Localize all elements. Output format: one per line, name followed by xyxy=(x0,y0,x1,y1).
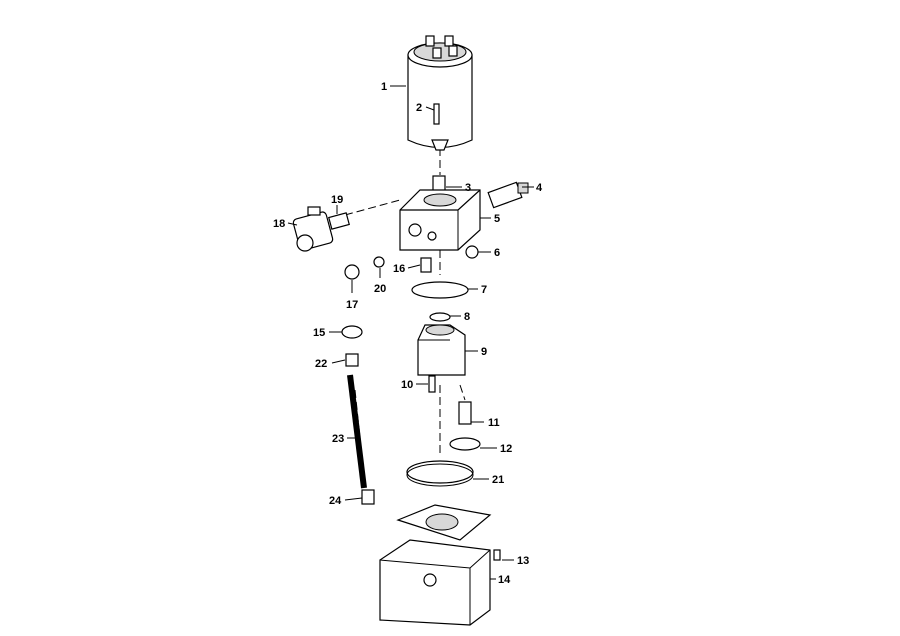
part-seal-8 xyxy=(429,312,451,322)
part-fitting-16 xyxy=(420,257,432,273)
callout-19: 19 xyxy=(331,194,343,206)
part-plug-20 xyxy=(373,256,385,268)
callout-4: 4 xyxy=(536,182,543,194)
part-cap-15 xyxy=(341,325,363,339)
callout-22: 22 xyxy=(315,358,327,370)
axis-line xyxy=(344,199,401,216)
callout-10: 10 xyxy=(401,379,413,391)
callout-6: 6 xyxy=(494,247,500,259)
callout-17: 17 xyxy=(346,299,358,311)
callout-11: 11 xyxy=(488,417,500,429)
part-o-ring-7 xyxy=(411,281,469,299)
callout-12: 12 xyxy=(500,443,512,455)
part-pump xyxy=(417,324,466,376)
callout-15: 15 xyxy=(313,327,325,339)
callout-13: 13 xyxy=(517,555,529,567)
part-manifold xyxy=(399,189,481,251)
part-clamp-21 xyxy=(406,460,474,484)
callout-1: 1 xyxy=(381,81,387,93)
callout-16: 16 xyxy=(393,263,405,275)
part-hose-23 xyxy=(347,374,367,489)
part-fitting-22 xyxy=(345,353,359,367)
callout-2: 2 xyxy=(416,102,422,114)
axis-line xyxy=(459,384,466,401)
callout-3: 3 xyxy=(465,182,471,194)
part-plug-6 xyxy=(465,245,479,259)
callout-14: 14 xyxy=(498,574,511,586)
callout-7: 7 xyxy=(481,284,487,296)
part-solenoid-valve xyxy=(292,206,350,252)
part-plug-17 xyxy=(344,264,360,280)
part-screw-13 xyxy=(493,549,501,561)
part-motor xyxy=(407,35,473,151)
callout-8: 8 xyxy=(464,311,470,323)
callout-24: 24 xyxy=(329,495,342,507)
part-fitting-24 xyxy=(361,489,375,505)
callout-9: 9 xyxy=(481,346,487,358)
part-bolt-10 xyxy=(428,375,436,393)
callout-18: 18 xyxy=(273,218,285,230)
part-reservoir xyxy=(379,504,492,626)
part-washer-12 xyxy=(449,437,481,451)
leader-lines xyxy=(287,85,534,580)
callout-5: 5 xyxy=(494,213,500,225)
part-relief-valve xyxy=(487,181,529,209)
callout-23: 23 xyxy=(332,433,344,445)
part-fitting-11 xyxy=(458,401,472,425)
callout-20: 20 xyxy=(374,283,386,295)
callout-21: 21 xyxy=(492,474,504,486)
